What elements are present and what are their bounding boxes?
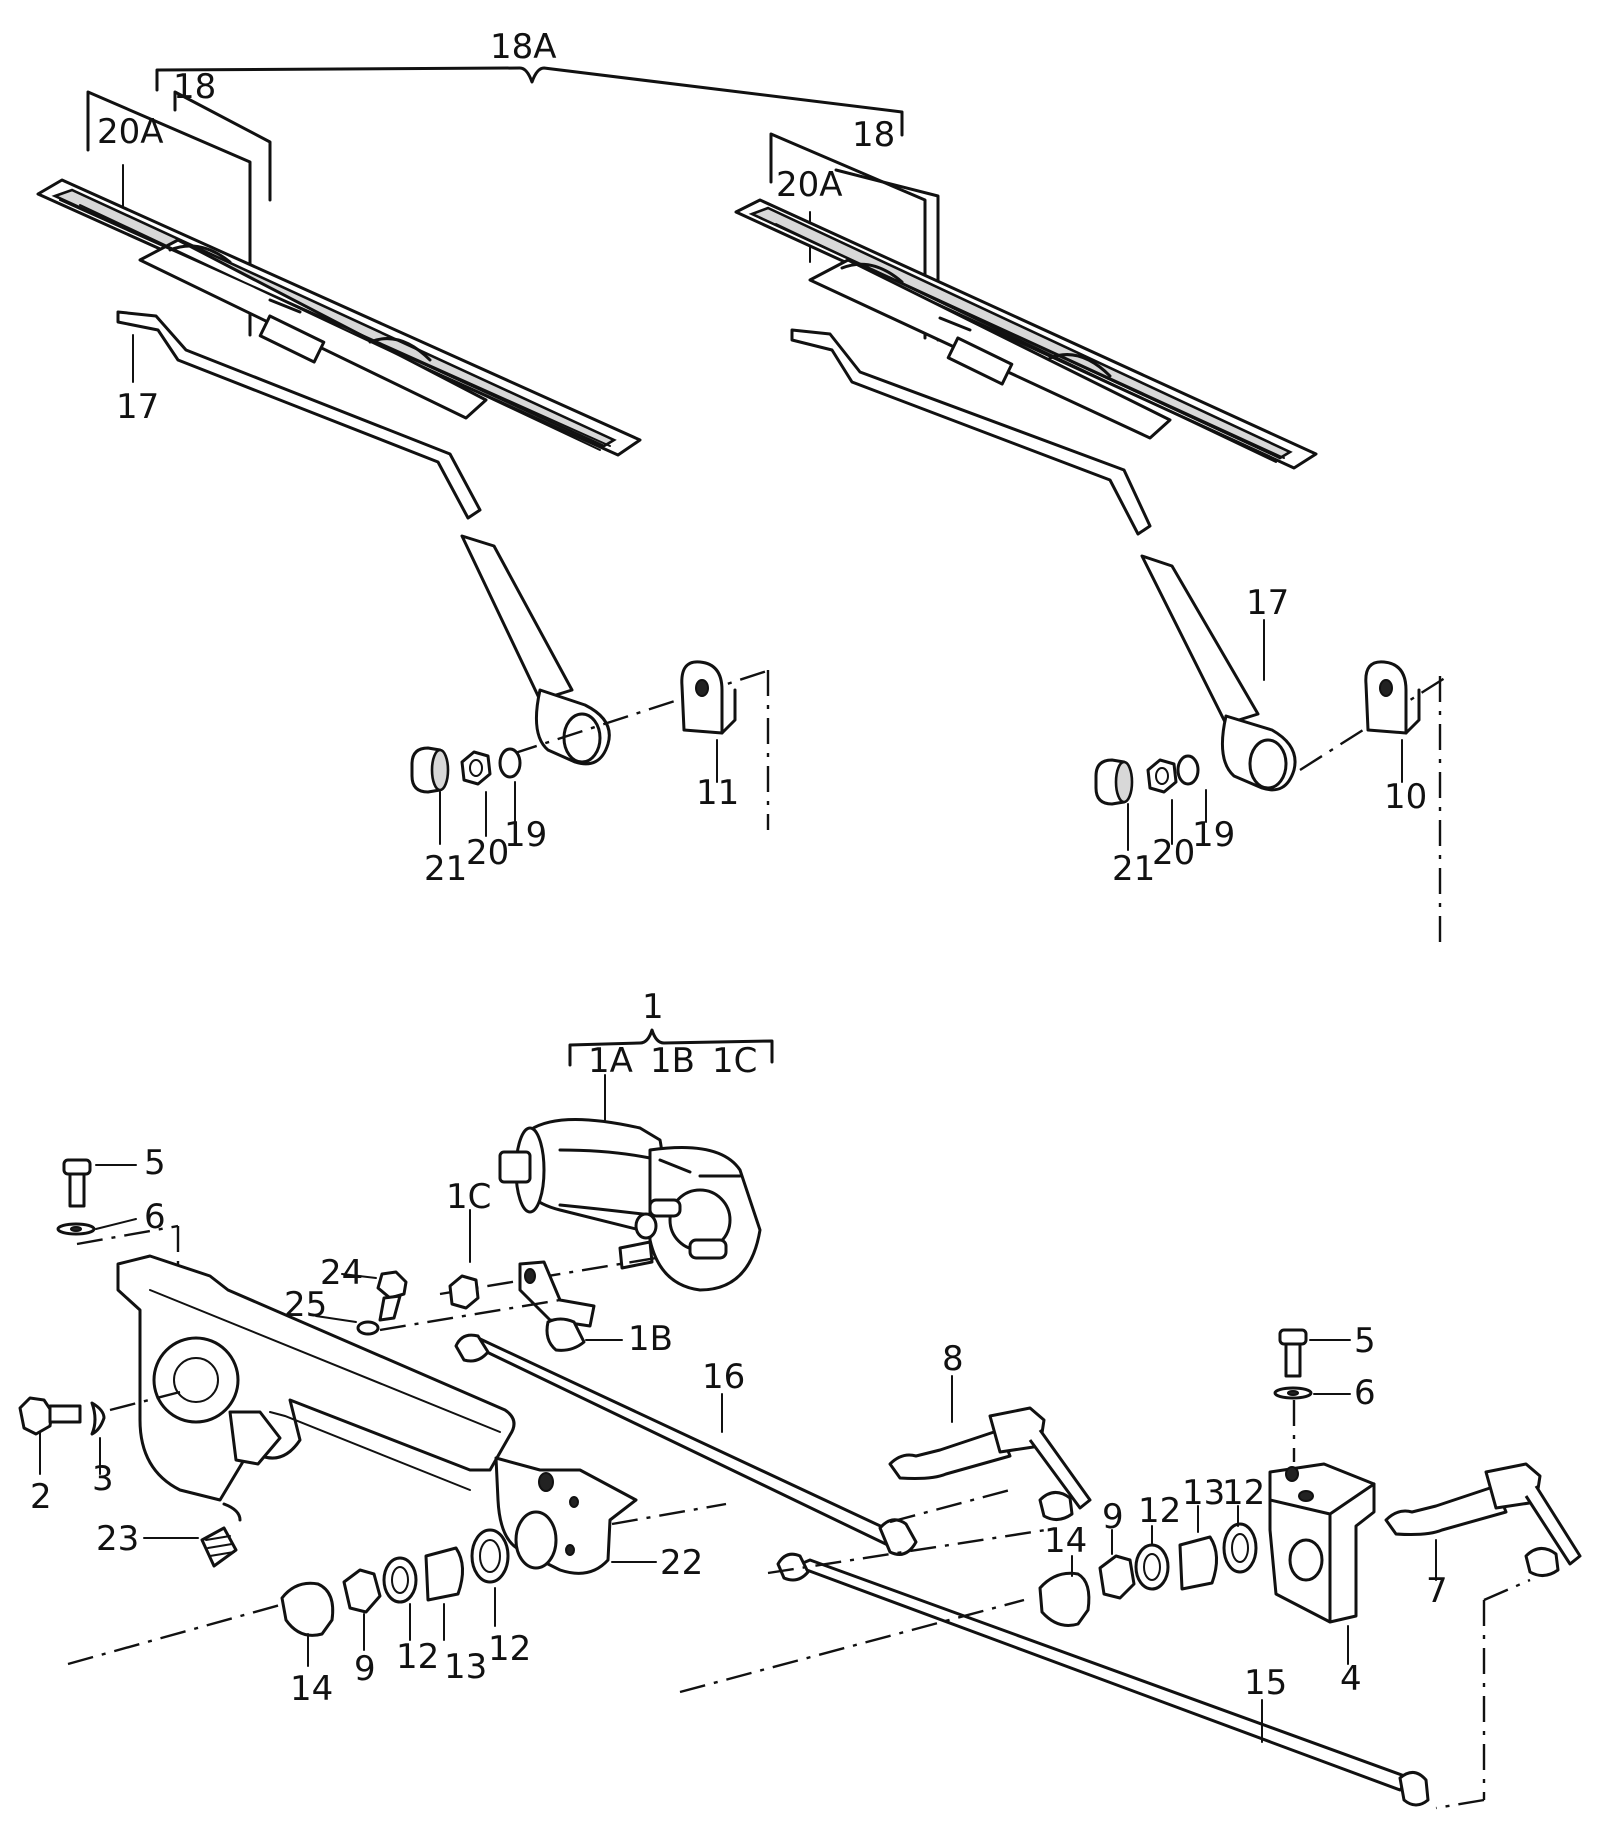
right-nut-9	[1098, 1554, 1136, 1600]
label-13-left: 13	[444, 1647, 487, 1687]
label-6-right: 6	[1354, 1373, 1376, 1413]
label-14-right: 14	[1044, 1521, 1087, 1561]
frame-bolt-24	[356, 1270, 408, 1336]
label-18-left: 18	[173, 67, 216, 107]
right-ring-12a	[1134, 1543, 1170, 1591]
left-bush	[410, 746, 450, 794]
left-ring-12b	[470, 1528, 510, 1584]
label-18-right: 18	[852, 115, 895, 155]
label-10: 10	[1384, 777, 1427, 817]
label-5-left: 5	[144, 1143, 166, 1183]
label-23: 23	[96, 1519, 139, 1559]
link-rod-16	[454, 1333, 918, 1556]
left-cap-14	[280, 1581, 335, 1637]
label-20-left: 20	[466, 833, 509, 873]
left-pivot-stack	[280, 1528, 510, 1637]
label-14-left: 14	[290, 1669, 333, 1709]
label-25: 25	[284, 1285, 327, 1325]
label-20A-right: 20A	[776, 165, 843, 205]
bearing-block	[1268, 1462, 1376, 1624]
link-rod-15	[776, 1552, 1430, 1807]
right-ring-12b	[1222, 1522, 1258, 1574]
label-17-left: 17	[116, 387, 159, 427]
label-15: 15	[1244, 1663, 1287, 1703]
label-1B: 1B	[650, 1041, 695, 1081]
right-bush-13	[1178, 1535, 1218, 1591]
pivot-housing-8	[888, 1406, 1092, 1521]
label-24: 24	[320, 1253, 363, 1293]
label-20A-left: 20A	[97, 112, 164, 152]
label-21-left: 21	[424, 849, 467, 889]
right-bush	[1094, 758, 1134, 806]
frame-bolt	[18, 1396, 106, 1436]
bearing-screw	[1273, 1328, 1313, 1400]
left-wiper-arm	[116, 310, 611, 766]
label-7: 7	[1426, 1571, 1448, 1611]
left-bush-13	[424, 1546, 464, 1602]
callout-labels: 18A 18 20A 17 11 19 20 21 18 20A 17 10 1…	[30, 27, 1448, 1709]
label-18A: 18A	[490, 27, 557, 67]
right-wiper-assembly	[734, 132, 1449, 948]
frame-bracket	[494, 1456, 638, 1575]
left-nut-9	[342, 1568, 382, 1614]
label-1: 1	[642, 987, 664, 1027]
label-9-right: 9	[1102, 1497, 1124, 1537]
label-12a-left: 12	[396, 1637, 439, 1677]
label-1C: 1C	[712, 1041, 757, 1081]
left-nut	[460, 750, 492, 786]
right-cap-14	[1038, 1571, 1091, 1627]
frame-bush	[200, 1502, 242, 1568]
label-4: 4	[1340, 1659, 1362, 1699]
frame-screw	[56, 1158, 96, 1236]
left-spring-washer	[498, 747, 522, 779]
left-ring-12a	[382, 1556, 418, 1604]
pivot-housing-7	[1384, 1462, 1582, 1577]
label-9-left: 9	[354, 1649, 376, 1689]
right-spring-washer	[1176, 754, 1200, 786]
left-pivot-cap	[680, 660, 737, 735]
label-13-right: 13	[1182, 1473, 1225, 1513]
label-8: 8	[942, 1339, 964, 1379]
label-20-right: 20	[1152, 833, 1195, 873]
label-17-right: 17	[1246, 583, 1289, 623]
label-12b-right: 12	[1222, 1473, 1265, 1513]
wiper-frame	[116, 1254, 516, 1502]
label-12a-right: 12	[1138, 1491, 1181, 1531]
label-3: 3	[92, 1459, 114, 1499]
label-16: 16	[702, 1357, 745, 1397]
label-11: 11	[696, 773, 739, 813]
label-1C-nut: 1C	[446, 1177, 491, 1217]
label-21-right: 21	[1112, 849, 1155, 889]
label-19-right: 19	[1192, 815, 1235, 855]
left-wiper-blade	[36, 178, 642, 457]
label-12b-left: 12	[488, 1629, 531, 1669]
label-6-left: 6	[144, 1197, 166, 1237]
label-22: 22	[660, 1543, 703, 1583]
motor-crank	[448, 1260, 596, 1352]
label-1B-ball: 1B	[628, 1319, 673, 1359]
wiper-motor	[498, 1028, 774, 1292]
right-pivot-cap	[1364, 660, 1421, 735]
left-wiper-assembly	[36, 66, 904, 845]
right-wiper-arm	[790, 328, 1297, 792]
label-2: 2	[30, 1477, 52, 1517]
right-wiper-blade	[734, 198, 1318, 470]
right-nut	[1146, 758, 1178, 794]
label-1A: 1A	[588, 1041, 633, 1081]
label-5-right: 5	[1354, 1321, 1376, 1361]
label-19-left: 19	[504, 815, 547, 855]
